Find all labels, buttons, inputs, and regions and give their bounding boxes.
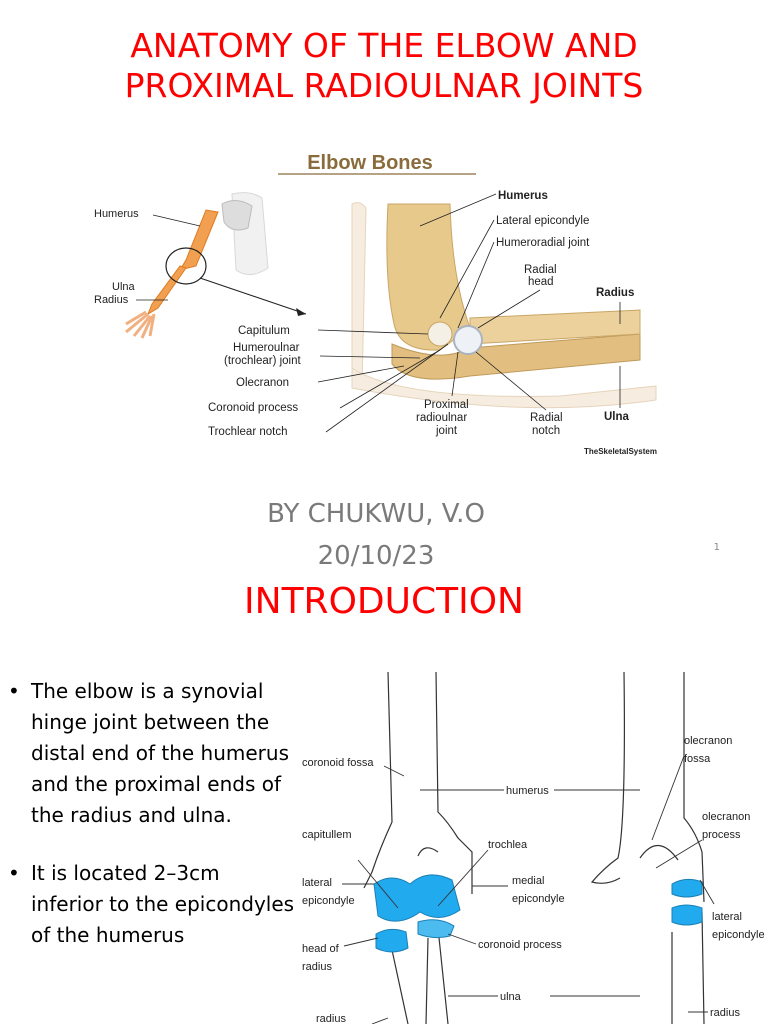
label-lateral-epicondyle-1: lateral xyxy=(302,877,332,889)
elbow-joint-diagram: coronoid fossa humerus capitullem trochl… xyxy=(302,672,765,1024)
label-coronoid-process: Coronoid process xyxy=(208,402,298,414)
label-coronoid-process: coronoid process xyxy=(478,939,562,951)
label-olecranon-fossa-1: olecranon xyxy=(684,735,732,747)
label-ulna: ulna xyxy=(500,991,522,1003)
label-olecranon: Olecranon xyxy=(236,377,289,389)
figure-credit: TheSkeletalSystem xyxy=(584,447,657,456)
figure-heading: Elbow Bones xyxy=(307,152,433,174)
label-medial-epicondyle-1: medial xyxy=(512,875,544,887)
label-lateral-epicondyle-r2: epicondyle xyxy=(712,929,765,941)
label-trochlear-notch: Trochlear notch xyxy=(208,426,287,438)
label-lateral-epicondyle: Lateral epicondyle xyxy=(496,215,589,227)
label-humeroulnar-2: (trochlear) joint xyxy=(224,355,301,367)
label-radius-right: radius xyxy=(710,1007,740,1019)
label-humeroradial-joint: Humeroradial joint xyxy=(496,237,590,249)
bullet-text: The elbow is a synovial hinge joint betw… xyxy=(31,679,289,827)
label-trochlea: trochlea xyxy=(488,839,528,851)
label-coronoid-fossa: coronoid fossa xyxy=(302,757,374,769)
bullet-marker: • xyxy=(8,861,20,885)
bullet-text: It is located 2–3cm inferior to the epic… xyxy=(31,861,295,947)
label-olecranon-process-1: olecranon xyxy=(702,811,750,823)
bullet-marker: • xyxy=(8,679,20,703)
label-proximal-2: radioulnar xyxy=(416,412,467,424)
arm-silhouette xyxy=(125,192,307,339)
label-lateral-epicondyle-2: epicondyle xyxy=(302,895,355,907)
label-radial-notch-1: Radial xyxy=(530,412,563,424)
label-radial-head-1: Radial xyxy=(524,264,557,276)
slide-number: 1 xyxy=(713,542,720,553)
label-humerus-right: Humerus xyxy=(498,190,548,202)
anterior-view xyxy=(363,672,473,1024)
label-proximal-1: Proximal xyxy=(424,399,469,411)
list-item: • The elbow is a synovial hinge joint be… xyxy=(6,676,296,831)
arm-label-humerus: Humerus xyxy=(94,208,139,220)
label-olecranon-process-2: process xyxy=(702,829,741,841)
title-line-1: ANATOMY OF THE ELBOW AND xyxy=(130,26,638,65)
label-radius-right: Radius xyxy=(596,287,634,299)
bullet-list: • The elbow is a synovial hinge joint be… xyxy=(6,676,296,978)
title-line-2: PROXIMAL RADIOULNAR JOINTS xyxy=(124,66,644,105)
label-ulna-right: Ulna xyxy=(604,411,630,423)
slide-title: INTRODUCTION xyxy=(244,581,524,622)
posterior-cartilage xyxy=(671,878,703,926)
arm-label-radius: Radius xyxy=(94,294,129,306)
label-lateral-epicondyle-r1: lateral xyxy=(712,911,742,923)
label-capitulum: Capitulum xyxy=(238,325,290,337)
introduction-slide: INTRODUCTION • The elbow is a synovial h… xyxy=(0,576,768,1024)
label-radial-head-2: head xyxy=(528,276,554,288)
arm-label-ulna: Ulna xyxy=(112,281,136,293)
label-olecranon-fossa-2: fossa xyxy=(684,753,711,765)
presentation-date: 20/10/23 xyxy=(317,541,435,571)
posterior-view xyxy=(590,672,705,1024)
label-proximal-3: joint xyxy=(435,425,458,437)
elbow-bones-figure: Elbow Bones Humerus Ulna Radius xyxy=(94,152,657,456)
title-slide: ANATOMY OF THE ELBOW AND PROXIMAL RADIOU… xyxy=(0,26,768,571)
author-byline: BY CHUKWU, V.O xyxy=(267,499,485,529)
label-capitullem: capitullem xyxy=(302,829,352,841)
list-item: • It is located 2–3cm inferior to the ep… xyxy=(6,858,296,951)
label-medial-epicondyle-2: epicondyle xyxy=(512,893,565,905)
elbow-bones-illustration xyxy=(351,202,657,409)
label-radius-left: radius xyxy=(316,1013,346,1024)
label-humerus: humerus xyxy=(506,785,549,797)
label-head-of-radius-1: head of xyxy=(302,943,340,955)
anterior-cartilage xyxy=(373,874,461,953)
label-humeroulnar-1: Humeroulnar xyxy=(233,342,300,354)
label-radial-notch-2: notch xyxy=(532,425,560,437)
slide-title: ANATOMY OF THE ELBOW AND PROXIMAL RADIOU… xyxy=(0,26,768,106)
label-head-of-radius-2: radius xyxy=(302,961,332,973)
